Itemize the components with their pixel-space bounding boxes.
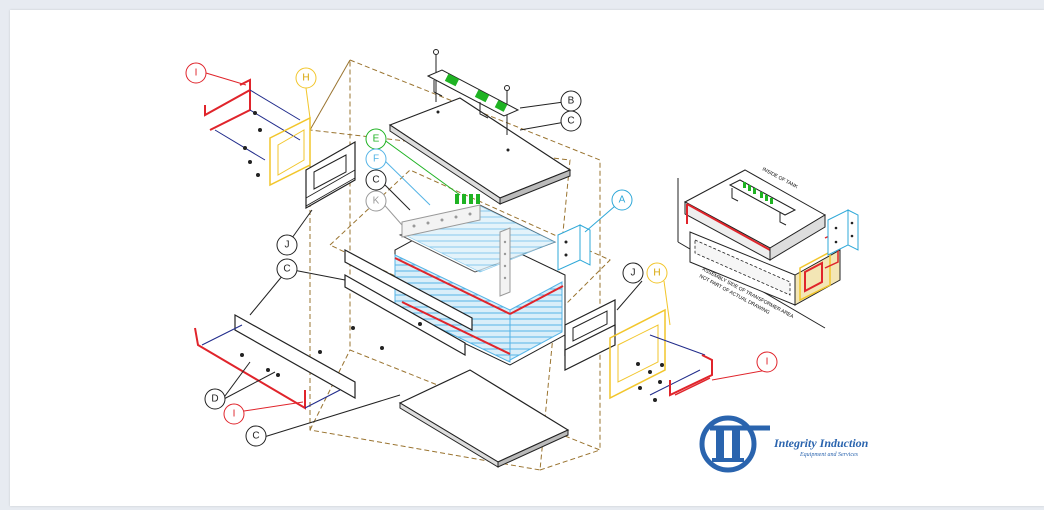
svg-text:H: H bbox=[302, 73, 309, 84]
svg-text:C: C bbox=[283, 264, 290, 275]
svg-text:I: I bbox=[766, 357, 769, 368]
svg-text:A: A bbox=[619, 195, 626, 206]
callout-i-right: I bbox=[756, 351, 778, 373]
callout-h-right: H bbox=[646, 262, 668, 284]
svg-text:K: K bbox=[373, 196, 380, 207]
callout-h-top-left: H bbox=[295, 67, 317, 89]
callout-c-left: C bbox=[276, 258, 298, 280]
callout-i-top-left: I bbox=[185, 62, 207, 84]
company-logo-emblem bbox=[699, 415, 770, 473]
callout-c-mid: C bbox=[365, 169, 387, 191]
svg-text:J: J bbox=[631, 268, 636, 279]
top-bus-bar bbox=[426, 49, 520, 135]
svg-text:C: C bbox=[567, 116, 574, 127]
callout-j-right: J bbox=[622, 262, 644, 284]
core-coil-stack bbox=[394, 194, 566, 366]
logo-tagline: Equipment and Services bbox=[800, 452, 858, 458]
svg-text:B: B bbox=[568, 96, 575, 107]
top-lid-plate bbox=[388, 97, 572, 205]
svg-text:F: F bbox=[373, 154, 379, 165]
left-lower-clamp bbox=[194, 322, 422, 410]
svg-text:J: J bbox=[285, 240, 290, 251]
svg-text:C: C bbox=[372, 175, 379, 186]
svg-text:C: C bbox=[252, 431, 259, 442]
svg-text:I: I bbox=[233, 409, 236, 420]
callout-c-top: C bbox=[560, 110, 582, 132]
svg-text:H: H bbox=[653, 268, 660, 279]
callout-b: B bbox=[560, 90, 582, 112]
logo-name: Integrity Induction bbox=[774, 436, 869, 450]
callout-j-left: J bbox=[276, 234, 298, 256]
callout-i-bottom-left: I bbox=[223, 403, 245, 425]
drawing-canvas: I H B C E F C K A J C J bbox=[10, 10, 1044, 506]
callout-c-bottom: C bbox=[245, 425, 267, 447]
long-side-plates bbox=[234, 248, 473, 400]
callout-e: E bbox=[365, 128, 387, 150]
callout-k: K bbox=[365, 190, 387, 212]
inset-assembled-view: INSIDE OF TANK ASSEMBLY SIDE OF TRANSFOR… bbox=[677, 166, 859, 329]
exploded-assembly-drawing: I H B C E F C K A J C J bbox=[185, 49, 859, 473]
bottom-base-plate bbox=[398, 369, 570, 468]
callout-a: A bbox=[611, 189, 633, 211]
callout-d-left: D bbox=[204, 388, 226, 410]
left-upper-clamp bbox=[204, 78, 356, 210]
svg-text:D: D bbox=[211, 394, 218, 405]
right-clamp bbox=[564, 299, 713, 402]
svg-text:E: E bbox=[373, 134, 380, 145]
side-bracket-a bbox=[557, 224, 591, 271]
callout-f: F bbox=[365, 148, 387, 170]
svg-text:I: I bbox=[195, 68, 198, 79]
